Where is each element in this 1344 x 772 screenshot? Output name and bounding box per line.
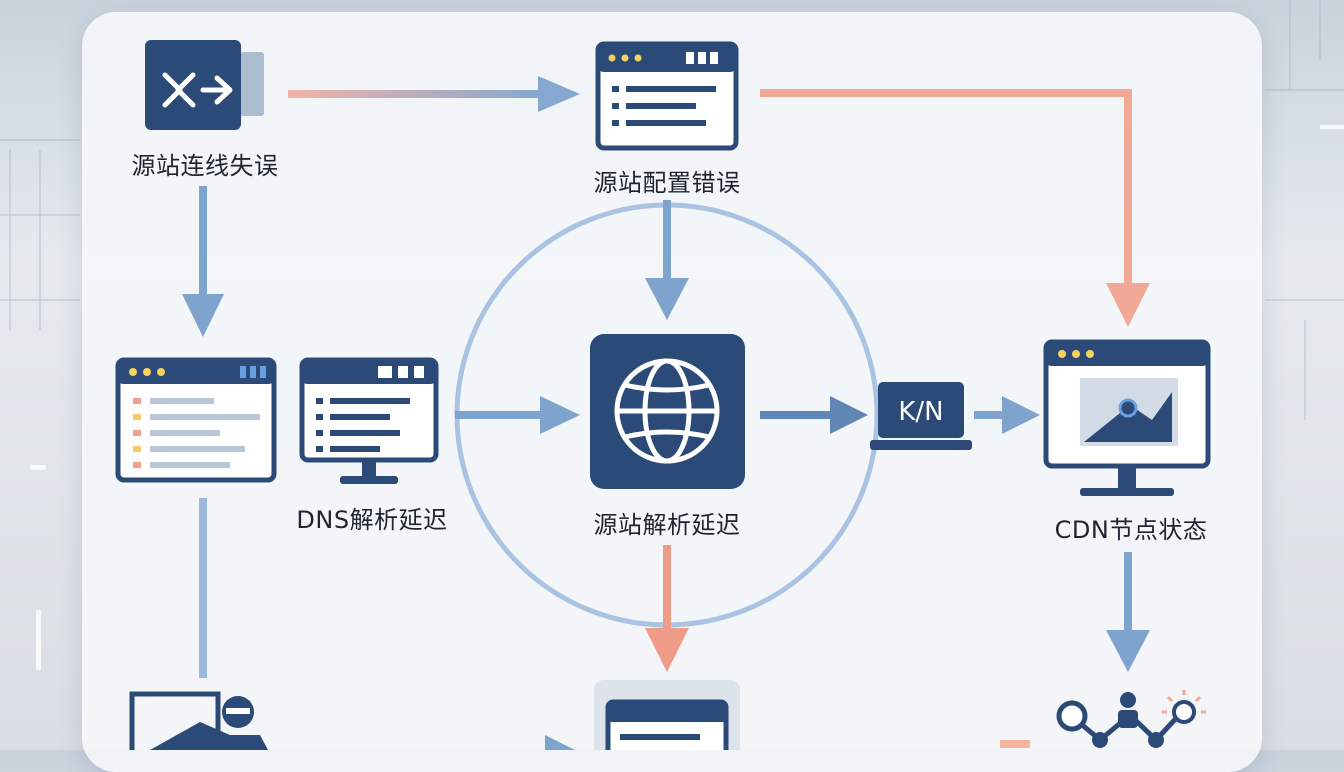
monitor-image-icon bbox=[1043, 339, 1211, 496]
globe-icon bbox=[590, 334, 745, 489]
arrow-globe-to-vpn bbox=[760, 396, 868, 434]
arrow-right-down bbox=[1106, 552, 1150, 672]
browser-window-icon bbox=[595, 41, 739, 151]
arrow-bottom-partial bbox=[545, 735, 1030, 750]
node-label-dns-resolution-delay: DNS解析延迟 bbox=[296, 506, 448, 534]
node-label-cdn-node-status: CDN节点状态 bbox=[1054, 516, 1208, 544]
vpn-laptop-icon: K/N bbox=[870, 382, 972, 450]
flow-diagram: K/N bbox=[115, 40, 1211, 750]
worker-icon bbox=[129, 691, 268, 750]
arrow-vpn-to-cdn bbox=[974, 396, 1040, 434]
arrow-center-down-1 bbox=[645, 200, 689, 320]
arrow-top-horizontal bbox=[288, 76, 580, 112]
network-nodes-icon bbox=[1056, 690, 1206, 748]
node-label-origin-resolution-delay: 源站解析延迟 bbox=[593, 511, 741, 539]
bottom-browser-icon bbox=[594, 680, 740, 750]
code-arrow-icon bbox=[145, 40, 264, 130]
arrow-center-down-2 bbox=[645, 545, 689, 672]
node-label-origin-connection-error: 源站连线失误 bbox=[131, 152, 279, 180]
arrow-left-down-2 bbox=[199, 498, 207, 678]
background-decoration bbox=[0, 0, 1344, 420]
node-label-origin-config-error: 源站配置错误 bbox=[593, 169, 741, 197]
arrow-left-down-1 bbox=[182, 186, 224, 337]
vpn-badge-text: K/N bbox=[898, 397, 943, 427]
arrow-top-right-elbow bbox=[760, 89, 1150, 327]
arrow-dns-to-globe bbox=[455, 396, 580, 434]
browser-list-icon bbox=[115, 357, 277, 483]
background-room bbox=[0, 0, 1344, 420]
monitor-list-icon bbox=[299, 357, 439, 484]
